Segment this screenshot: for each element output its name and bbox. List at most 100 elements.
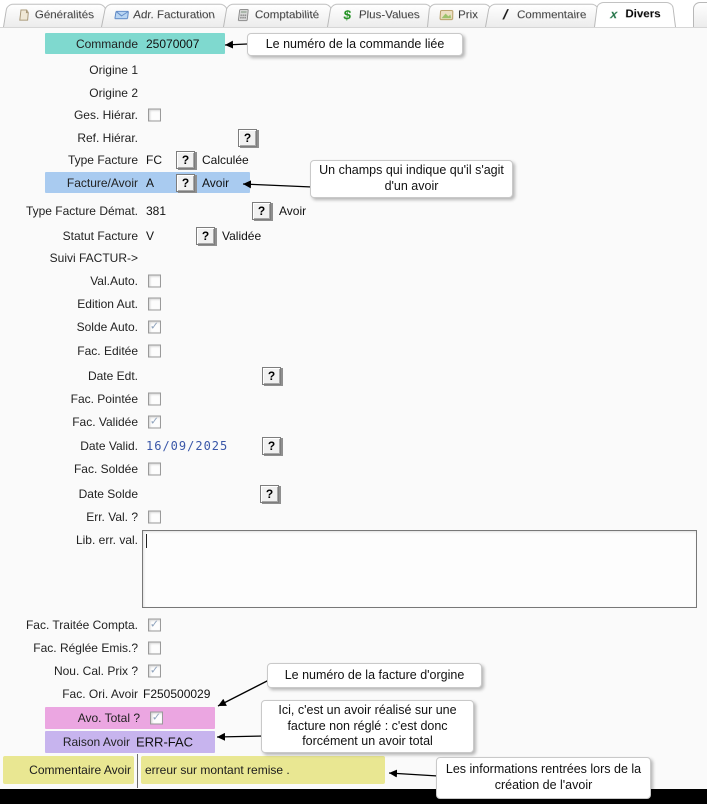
date-edt-row: Date Edt. ? [0, 366, 707, 386]
lib-err-val-textarea[interactable] [142, 530, 697, 608]
suivi-factur-row: Suivi FACTUR-> [0, 248, 707, 268]
commentaire-avoir-label: Commentaire Avoir [3, 756, 134, 784]
fac-ori-avoir-value[interactable]: F250500029 [143, 687, 211, 701]
fac-pointee-row: Fac. Pointée [0, 389, 707, 409]
type-facture-demat-row: Type Facture Démat. 381 ? Avoir [0, 201, 707, 221]
fac-reglee-emis-label: Fac. Réglée Emis.? [33, 641, 138, 655]
type-facture-value[interactable]: FC [146, 153, 162, 167]
avo-total-checkbox[interactable]: ✓ [150, 711, 163, 725]
statut-facture-value[interactable]: V [146, 229, 155, 243]
facture-avoir-help-button[interactable]: ? [176, 174, 195, 192]
ges-hierar-row: Ges. Hiérar. [0, 105, 707, 125]
tab-generalites[interactable]: Généralités [3, 3, 110, 28]
fac-editee-row: Fac. Editée [0, 341, 707, 361]
fac-ori-avoir-label: Fac. Ori. Avoir [62, 687, 138, 701]
note-facture-avoir: Un champs qui indique qu'il s'agit d'un … [310, 160, 513, 198]
ges-hierar-label: Ges. Hiérar. [73, 108, 138, 122]
commande-highlight [45, 33, 225, 54]
fac-validee-checkbox[interactable]: ✓ [148, 415, 161, 429]
fac-soldee-checkbox[interactable] [148, 462, 161, 476]
tab-adr-facturation[interactable]: Adr. Facturation [101, 3, 232, 28]
ref-hierar-help-button[interactable]: ? [238, 129, 257, 147]
fac-ori-avoir-row: Fac. Ori. Avoir F250500029 [0, 684, 707, 704]
commentaire-avoir-input[interactable]: erreur sur montant remise . [141, 756, 385, 784]
date-valid-help-button[interactable]: ? [262, 437, 281, 455]
fac-traitee-compta-checkbox[interactable]: ✓ [148, 618, 161, 632]
nou-cal-prix-checkbox[interactable]: ✓ [148, 664, 161, 678]
type-facture-row: Type Facture FC ? Calculée [0, 150, 707, 170]
fac-soldee-row: Fac. Soldée [0, 459, 707, 479]
date-solde-help-button[interactable]: ? [260, 485, 279, 503]
statut-facture-help-button[interactable]: ? [196, 227, 215, 245]
fac-editee-checkbox[interactable] [148, 344, 161, 358]
lib-err-val-row: Lib. err. val. [0, 530, 707, 550]
nou-cal-prix-row: Nou. Cal. Prix ? ✓ [0, 661, 707, 681]
lib-err-val-label: Lib. err. val. [75, 533, 138, 547]
statut-facture-label: Statut Facture [62, 229, 138, 243]
type-facture-help-button[interactable]: ? [176, 151, 195, 169]
avo-total-label: Avo. Total ? [77, 711, 140, 725]
raison-avoir-row: Raison Avoir ERR-FAC [0, 731, 707, 753]
date-valid-value[interactable]: 16/09/2025 [146, 439, 229, 453]
fac-pointee-label: Fac. Pointée [70, 392, 138, 406]
type-facture-label: Type Facture [67, 153, 138, 167]
fac-traitee-compta-row: Fac. Traitée Compta. ✓ [0, 615, 707, 635]
solde-auto-row: Solde Auto. ✓ [0, 317, 707, 337]
commande-row: Commande 25070007 [0, 33, 707, 54]
fac-reglee-emis-checkbox[interactable] [148, 641, 161, 655]
document-icon [16, 9, 31, 21]
tab-divers[interactable]: x Divers [593, 2, 676, 27]
type-facture-demat-help-button[interactable]: ? [252, 202, 271, 220]
type-facture-demat-value[interactable]: 381 [146, 204, 167, 218]
tab-bar: Généralités Adr. Facturation Comptabilit… [0, 0, 707, 28]
raison-avoir-highlight [45, 731, 215, 753]
origine1-row: Origine 1 [0, 60, 707, 80]
calculator-icon [236, 9, 251, 21]
fac-validee-label: Fac. Validée [72, 415, 138, 429]
fac-pointee-checkbox[interactable] [148, 392, 161, 406]
date-edt-label: Date Edt. [87, 369, 138, 383]
fac-reglee-emis-row: Fac. Réglée Emis.? [0, 638, 707, 658]
err-val-label: Err. Val. ? [86, 510, 138, 524]
note-commande: Le numéro de la commande liée [247, 33, 463, 56]
raison-avoir-value[interactable]: ERR-FAC [136, 734, 194, 750]
val-auto-checkbox[interactable] [148, 274, 161, 288]
solde-auto-label: Solde Auto. [76, 320, 138, 334]
avo-total-highlight [45, 707, 215, 729]
x-icon: x [609, 6, 618, 21]
commande-label: Commande [75, 37, 138, 51]
facture-avoir-label: Facture/Avoir [66, 176, 138, 190]
edition-aut-label: Edition Aut. [77, 297, 138, 311]
raison-avoir-label: Raison Avoir [62, 735, 130, 749]
suivi-factur-label: Suivi FACTUR-> [49, 251, 138, 265]
date-edt-help-button[interactable]: ? [262, 367, 281, 385]
ges-hierar-checkbox[interactable] [148, 108, 161, 122]
statut-facture-desc: Validée [222, 229, 262, 243]
note-creation-avoir: Les informations rentrées lors de la cré… [436, 757, 651, 799]
val-auto-row: Val.Auto. [0, 271, 707, 291]
facture-avoir-row: Facture/Avoir A ? Avoir [0, 172, 707, 193]
date-solde-row: Date Solde ? [0, 484, 707, 504]
ref-hierar-row: Ref. Hiérar. ? [0, 128, 707, 148]
origine2-label: Origine 2 [89, 86, 138, 100]
tab-label: Divers [624, 7, 661, 21]
statut-facture-row: Statut Facture V ? Validée [0, 226, 707, 246]
err-val-checkbox[interactable] [148, 510, 161, 524]
edition-aut-checkbox[interactable] [148, 297, 161, 311]
solde-auto-checkbox[interactable]: ✓ [148, 320, 161, 334]
facture-avoir-value[interactable]: A [146, 176, 155, 190]
tab-comptabilite[interactable]: Comptabilité [223, 3, 335, 28]
note-facture-origine: Le numéro de la facture d'orgine [267, 663, 482, 688]
origine1-label: Origine 1 [89, 63, 138, 77]
ref-hierar-label: Ref. Hiérar. [77, 131, 138, 145]
err-val-row: Err. Val. ? [0, 507, 707, 527]
date-valid-row: Date Valid. 16/09/2025 ? [0, 436, 707, 456]
type-facture-demat-label: Type Facture Démat. [25, 204, 138, 218]
date-solde-label: Date Solde [78, 487, 138, 501]
facture-avoir-desc: Avoir [202, 176, 230, 190]
commande-value[interactable]: 25070007 [146, 37, 200, 51]
commentaire-avoir-field[interactable]: erreur sur montant remise . [137, 754, 387, 788]
nou-cal-prix-label: Nou. Cal. Prix ? [53, 664, 138, 678]
fac-traitee-compta-label: Fac. Traitée Compta. [25, 618, 138, 632]
